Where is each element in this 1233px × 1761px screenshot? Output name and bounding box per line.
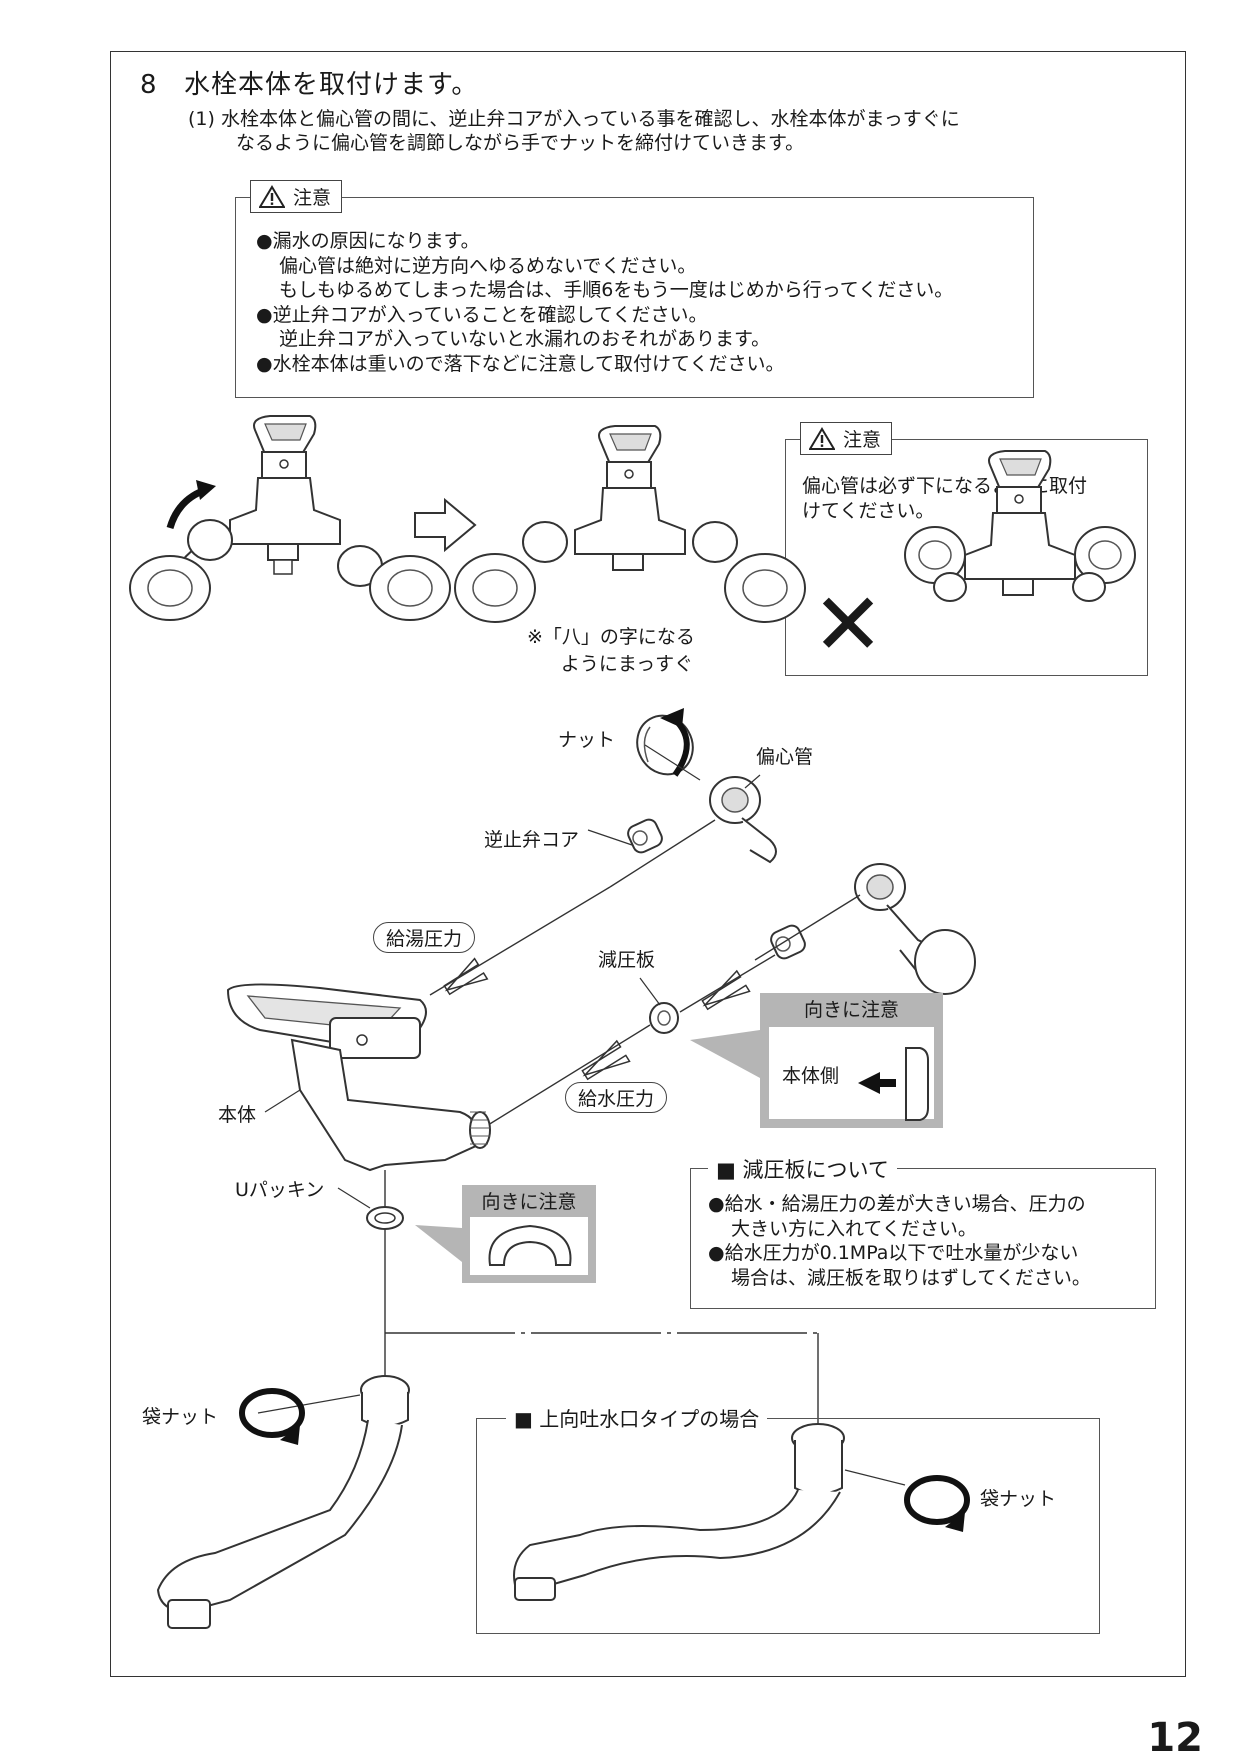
label-bag-nut-right: 袋ナット xyxy=(980,1488,1057,1510)
reducer-note-line-2: 大きい方に入れてください。 xyxy=(731,1217,977,1240)
next-arrow-icon xyxy=(414,497,477,553)
note-ha-line-2: ようにまっすぐ xyxy=(560,653,694,675)
caution-box-side xyxy=(785,439,1148,676)
orient-card-title: 向きに注意 xyxy=(803,999,899,1021)
step-title: 8 水栓本体を取付けます。 xyxy=(140,64,478,101)
u-packing-part xyxy=(366,1206,404,1230)
reducer-note-line-1: ●給水・給湯圧力の差が大きい場合、圧力の xyxy=(708,1193,1086,1215)
orient-card-title: 向きに注意 xyxy=(481,1191,577,1213)
caution-tag-label: 注意 xyxy=(293,187,332,209)
label-body: 本体 xyxy=(218,1104,257,1126)
upward-spout-box xyxy=(476,1418,1100,1634)
note-ha: ※「八」の字になる ようにまっすぐ xyxy=(527,622,695,676)
orient-card-u-packing: 向きに注意 xyxy=(462,1185,596,1283)
caution-item-4: ●逆止弁コアが入っていることを確認してください。 xyxy=(256,303,708,326)
eccentric-pipe-lower xyxy=(854,863,976,995)
reducer-note-line-3: ●給水圧力が0.1MPa以下で吐水量が少ない xyxy=(708,1242,1079,1264)
substep-line-2: なるように偏心管を調節しながら手でナットを締付けていきます。 xyxy=(236,132,805,154)
rotate-arrowhead-icon xyxy=(196,480,216,500)
label-reducer: 減圧板 xyxy=(598,949,656,971)
page-number: 12 xyxy=(1147,1715,1203,1761)
orient-card-body-side: 本体側 xyxy=(782,1065,840,1087)
label-nut: ナット xyxy=(558,729,616,751)
caution-item-1: ●漏水の原因になります。 xyxy=(256,230,480,252)
label-check-valve: 逆止弁コア xyxy=(484,829,580,851)
warning-triangle-icon xyxy=(259,184,285,208)
orient-card-reducer: 向きに注意 本体側 xyxy=(760,993,943,1128)
bag-nut-rotate-left-icon xyxy=(239,1388,305,1445)
step-title-text: 水栓本体を取付けます。 xyxy=(184,70,479,100)
caution-tag-side: 注意 xyxy=(800,422,893,455)
flow-arrow-icon xyxy=(701,969,751,1011)
faucet-diagram-after xyxy=(454,425,806,623)
upward-spout-heading: ■ 上向吐水口タイプの場合 xyxy=(506,1403,768,1432)
spout-upper xyxy=(513,1423,845,1601)
faucet-body xyxy=(226,983,491,1172)
substep-line-1: 水栓本体と偏心管の間に、逆止弁コアが入っている事を確認し、水栓本体がまっすぐに xyxy=(220,108,960,130)
wrong-mark-icon: ✕ xyxy=(812,575,885,675)
page-frame xyxy=(110,51,1186,1677)
faucet-diagram-wrong xyxy=(904,450,1136,602)
caution-item-2: 偏心管は絶対に逆方向へゆるめないでください。 xyxy=(279,254,697,277)
reducer-note-list: ●給水・給湯圧力の差が大きい場合、圧力の 大きい方に入れてください。 ●給水圧力… xyxy=(708,1192,1091,1290)
substep-text: (1) 水栓本体と偏心管の間に、逆止弁コアが入っている事を確認し、水栓本体がまっ… xyxy=(188,107,960,155)
label-bag-nut-left: 袋ナット xyxy=(142,1406,219,1428)
flow-arrow-icon xyxy=(443,957,489,996)
caution-item-5: 逆止弁コアが入っていないと水漏れのおそれがあります。 xyxy=(279,328,771,350)
caution-main-list: ●漏水の原因になります。 偏心管は絶対に逆方向へゆるめないでください。 もしもゆ… xyxy=(256,229,953,376)
substep-marker: (1) xyxy=(188,108,215,130)
reducer-note-line-4: 場合は、減圧板を取りはずしてください。 xyxy=(731,1266,1091,1289)
note-ha-line-1: ※「八」の字になる xyxy=(527,626,695,648)
caution-tag-main: 注意 xyxy=(250,180,343,213)
reducer-note-heading: ■ 減圧板について xyxy=(708,1154,897,1184)
reducer-note-box xyxy=(690,1168,1156,1309)
flow-arrow-icon xyxy=(581,1039,631,1081)
bag-nut-rotate-right-icon xyxy=(904,1475,970,1532)
caution-item-6: ●水栓本体は重いので落下などに注意して取付けてください。 xyxy=(256,352,785,375)
caution-item-3: もしもゆるめてしまった場合は、手順6をもう一度はじめから行ってください。 xyxy=(279,279,954,301)
caution-box-main xyxy=(235,197,1034,398)
label-hot-pressure: 給湯圧力 xyxy=(373,922,476,953)
nut-part xyxy=(636,708,694,777)
label-cold-pressure: 給水圧力 xyxy=(565,1082,668,1113)
label-eccentric-pipe: 偏心管 xyxy=(756,746,814,768)
warning-triangle-icon xyxy=(809,426,835,450)
caution-side-line-2: けてください。 xyxy=(802,499,935,522)
caution-tag-label: 注意 xyxy=(843,429,882,451)
spout-lower xyxy=(156,1375,410,1629)
check-valve-upper xyxy=(627,818,663,854)
eccentric-pipe-upper xyxy=(709,776,777,864)
step-number: 8 xyxy=(140,70,158,100)
label-u-packing: Uパッキン xyxy=(235,1179,325,1201)
reducer-disk xyxy=(649,1002,679,1034)
faucet-diagram-before xyxy=(129,415,451,621)
